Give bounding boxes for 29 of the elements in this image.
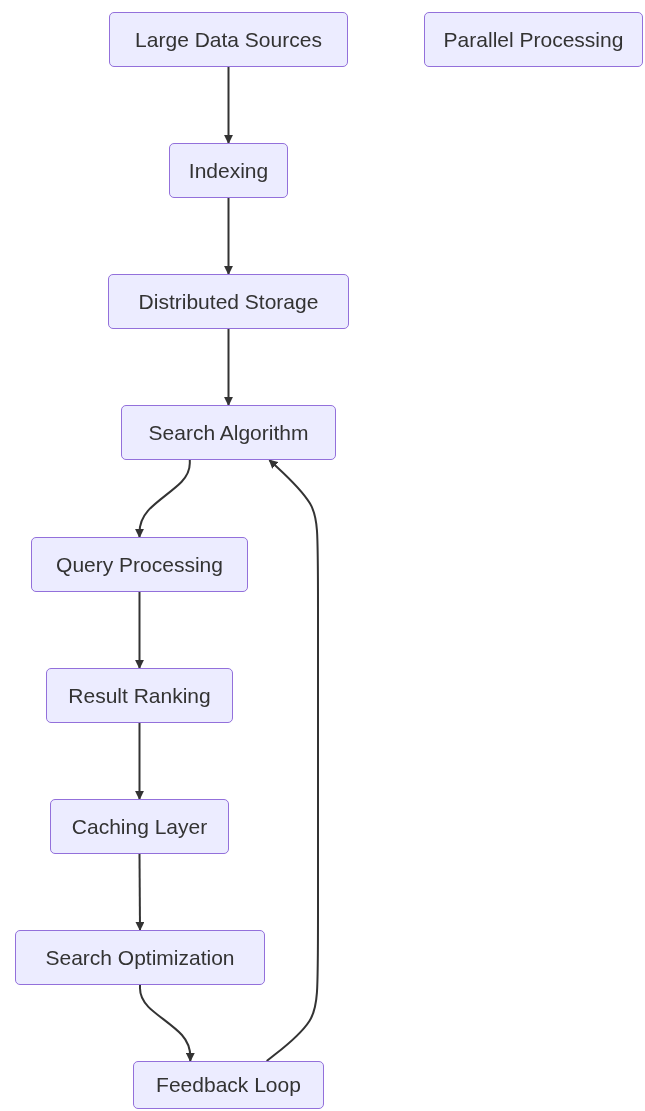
- process-box: [424, 12, 643, 67]
- node-label: Parallel Processing: [443, 27, 624, 52]
- arrow: [224, 328, 233, 406]
- process-box: [133, 1061, 324, 1109]
- process-box: [15, 930, 265, 985]
- node-label: Search Algorithm: [148, 420, 309, 445]
- arrow: [135, 853, 145, 931]
- arrow: [139, 984, 195, 1062]
- process-box: [109, 12, 348, 67]
- arrow: [135, 459, 191, 538]
- process-box: [50, 799, 229, 854]
- node-label: Large Data Sources: [135, 27, 322, 52]
- process-box: [108, 274, 349, 329]
- process-box: [46, 668, 233, 723]
- process-box: [169, 143, 288, 198]
- process-box: [31, 537, 248, 592]
- node-label: Search Optimization: [45, 945, 235, 970]
- process-box: [121, 405, 336, 460]
- node-label: Feedback Loop: [156, 1073, 301, 1097]
- node-label: Distributed Storage: [138, 289, 319, 314]
- arrow: [135, 722, 144, 800]
- arrow: [135, 591, 144, 669]
- node-label: Caching Layer: [71, 814, 208, 839]
- node-label: Query Processing: [56, 552, 223, 577]
- arrow: [224, 197, 233, 275]
- node-label: Indexing: [188, 158, 269, 183]
- arrow: [265, 459, 319, 1062]
- arrow: [224, 66, 233, 144]
- node-label: Result Ranking: [68, 683, 211, 708]
